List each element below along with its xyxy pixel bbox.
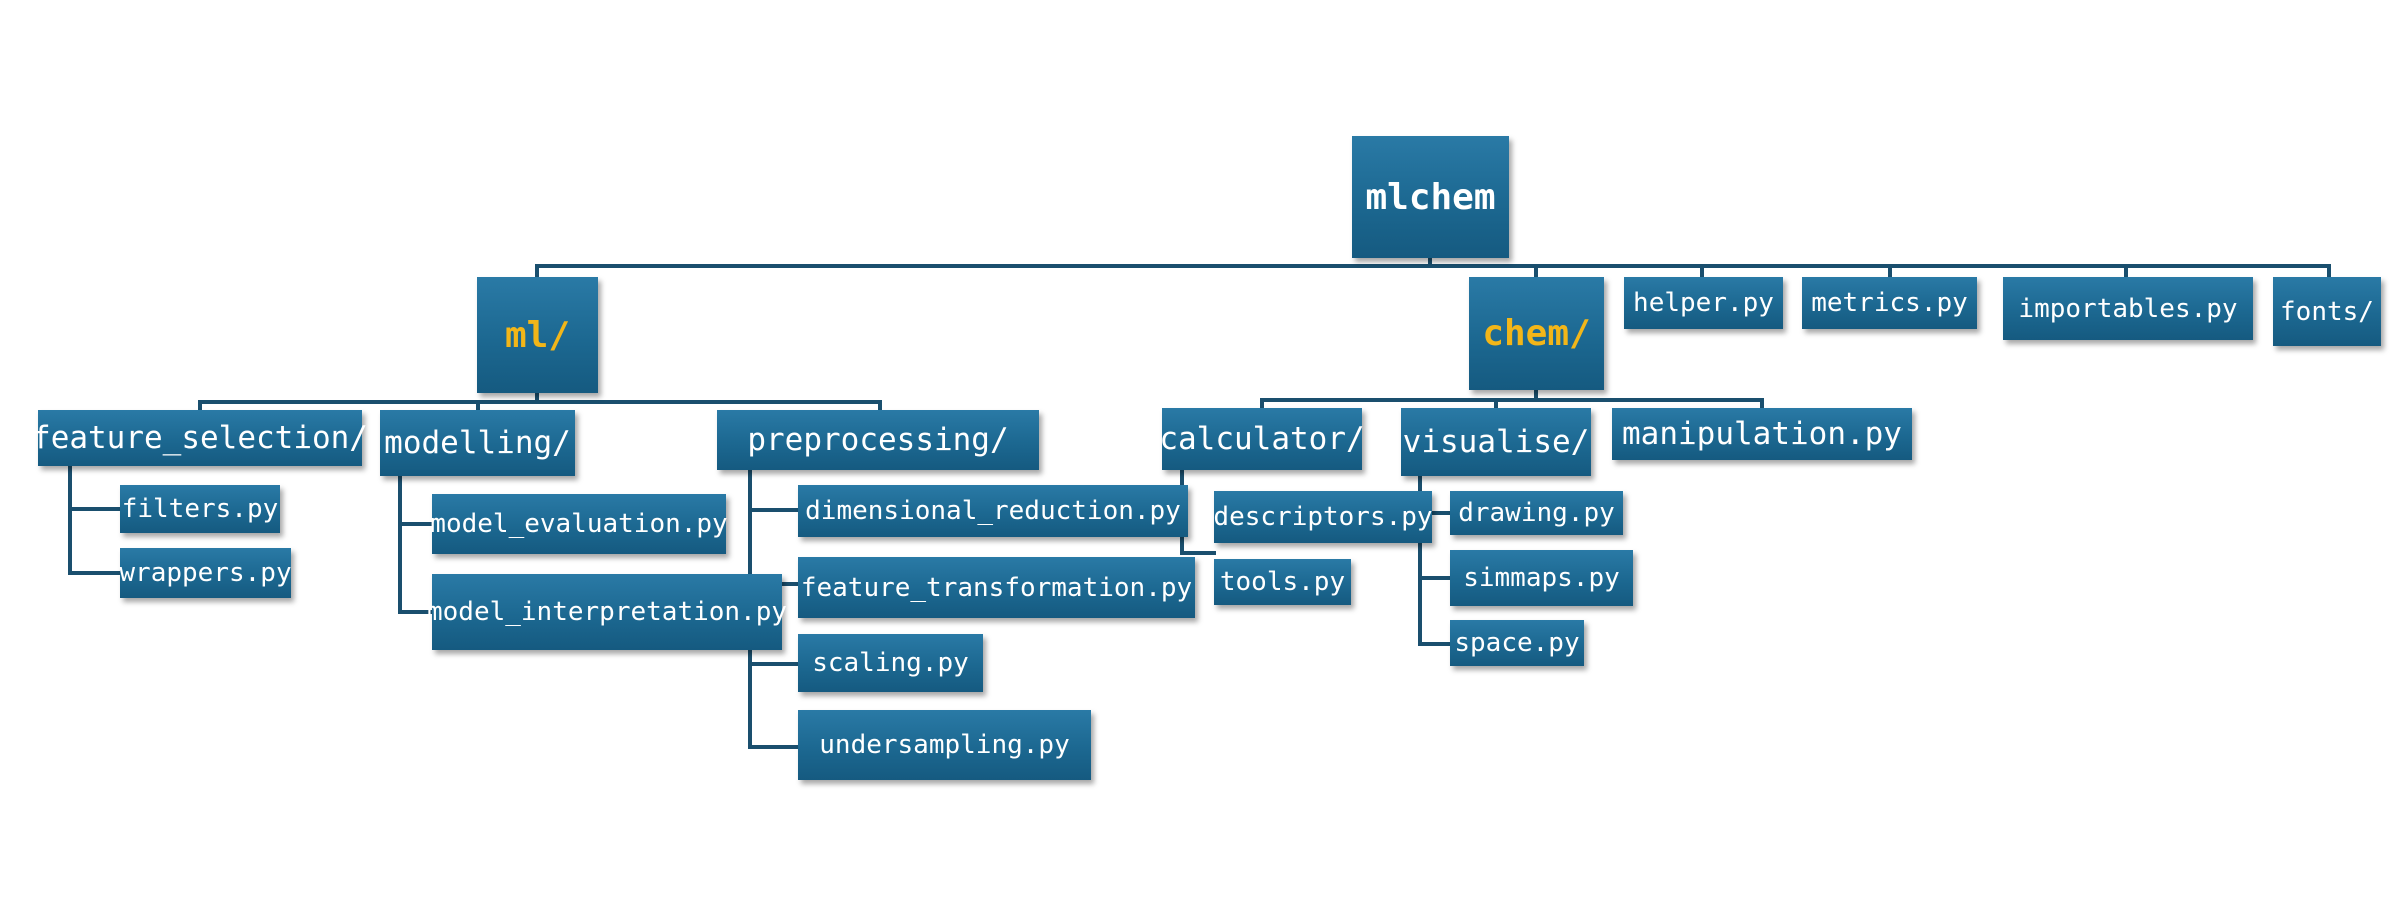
node-preprocessing-folder: preprocessing/ — [717, 410, 1039, 470]
node-space-py: space.py — [1450, 620, 1584, 666]
node-descriptors-py: descriptors.py — [1213, 491, 1433, 543]
node-importables-py: importables.py — [2003, 277, 2253, 340]
node-drawing-py: drawing.py — [1450, 491, 1623, 535]
node-visualise-folder: visualise/ — [1401, 408, 1591, 476]
node-fonts-folder: fonts/ — [2273, 277, 2381, 346]
node-wrappers-py: wrappers.py — [119, 548, 292, 598]
node-dimensional-reduction-py: dimensional_reduction.py — [798, 485, 1188, 537]
node-simmaps-py: simmaps.py — [1450, 550, 1633, 606]
node-helper-py: helper.py — [1624, 277, 1783, 329]
node-modelling-folder: modelling/ — [380, 410, 575, 476]
node-feature-transformation-py: feature_transformation.py — [798, 557, 1195, 618]
node-filters-py: filters.py — [120, 485, 280, 533]
node-model-evaluation-py: model_evaluation.py — [430, 494, 728, 554]
node-ml-folder: ml/ — [477, 277, 598, 393]
node-undersampling-py: undersampling.py — [798, 710, 1091, 780]
node-manipulation-py: manipulation.py — [1612, 408, 1912, 460]
node-mlchem: mlchem — [1352, 136, 1509, 258]
node-calculator-folder: calculator/ — [1159, 408, 1365, 470]
node-metrics-py: metrics.py — [1802, 277, 1977, 329]
node-tools-py: tools.py — [1214, 559, 1351, 605]
node-scaling-py: scaling.py — [798, 634, 983, 692]
node-feature-selection-folder: feature_selection/ — [32, 410, 368, 466]
node-model-interpretation-py: model_interpretation.py — [427, 574, 787, 650]
node-chem-folder: chem/ — [1469, 277, 1604, 390]
